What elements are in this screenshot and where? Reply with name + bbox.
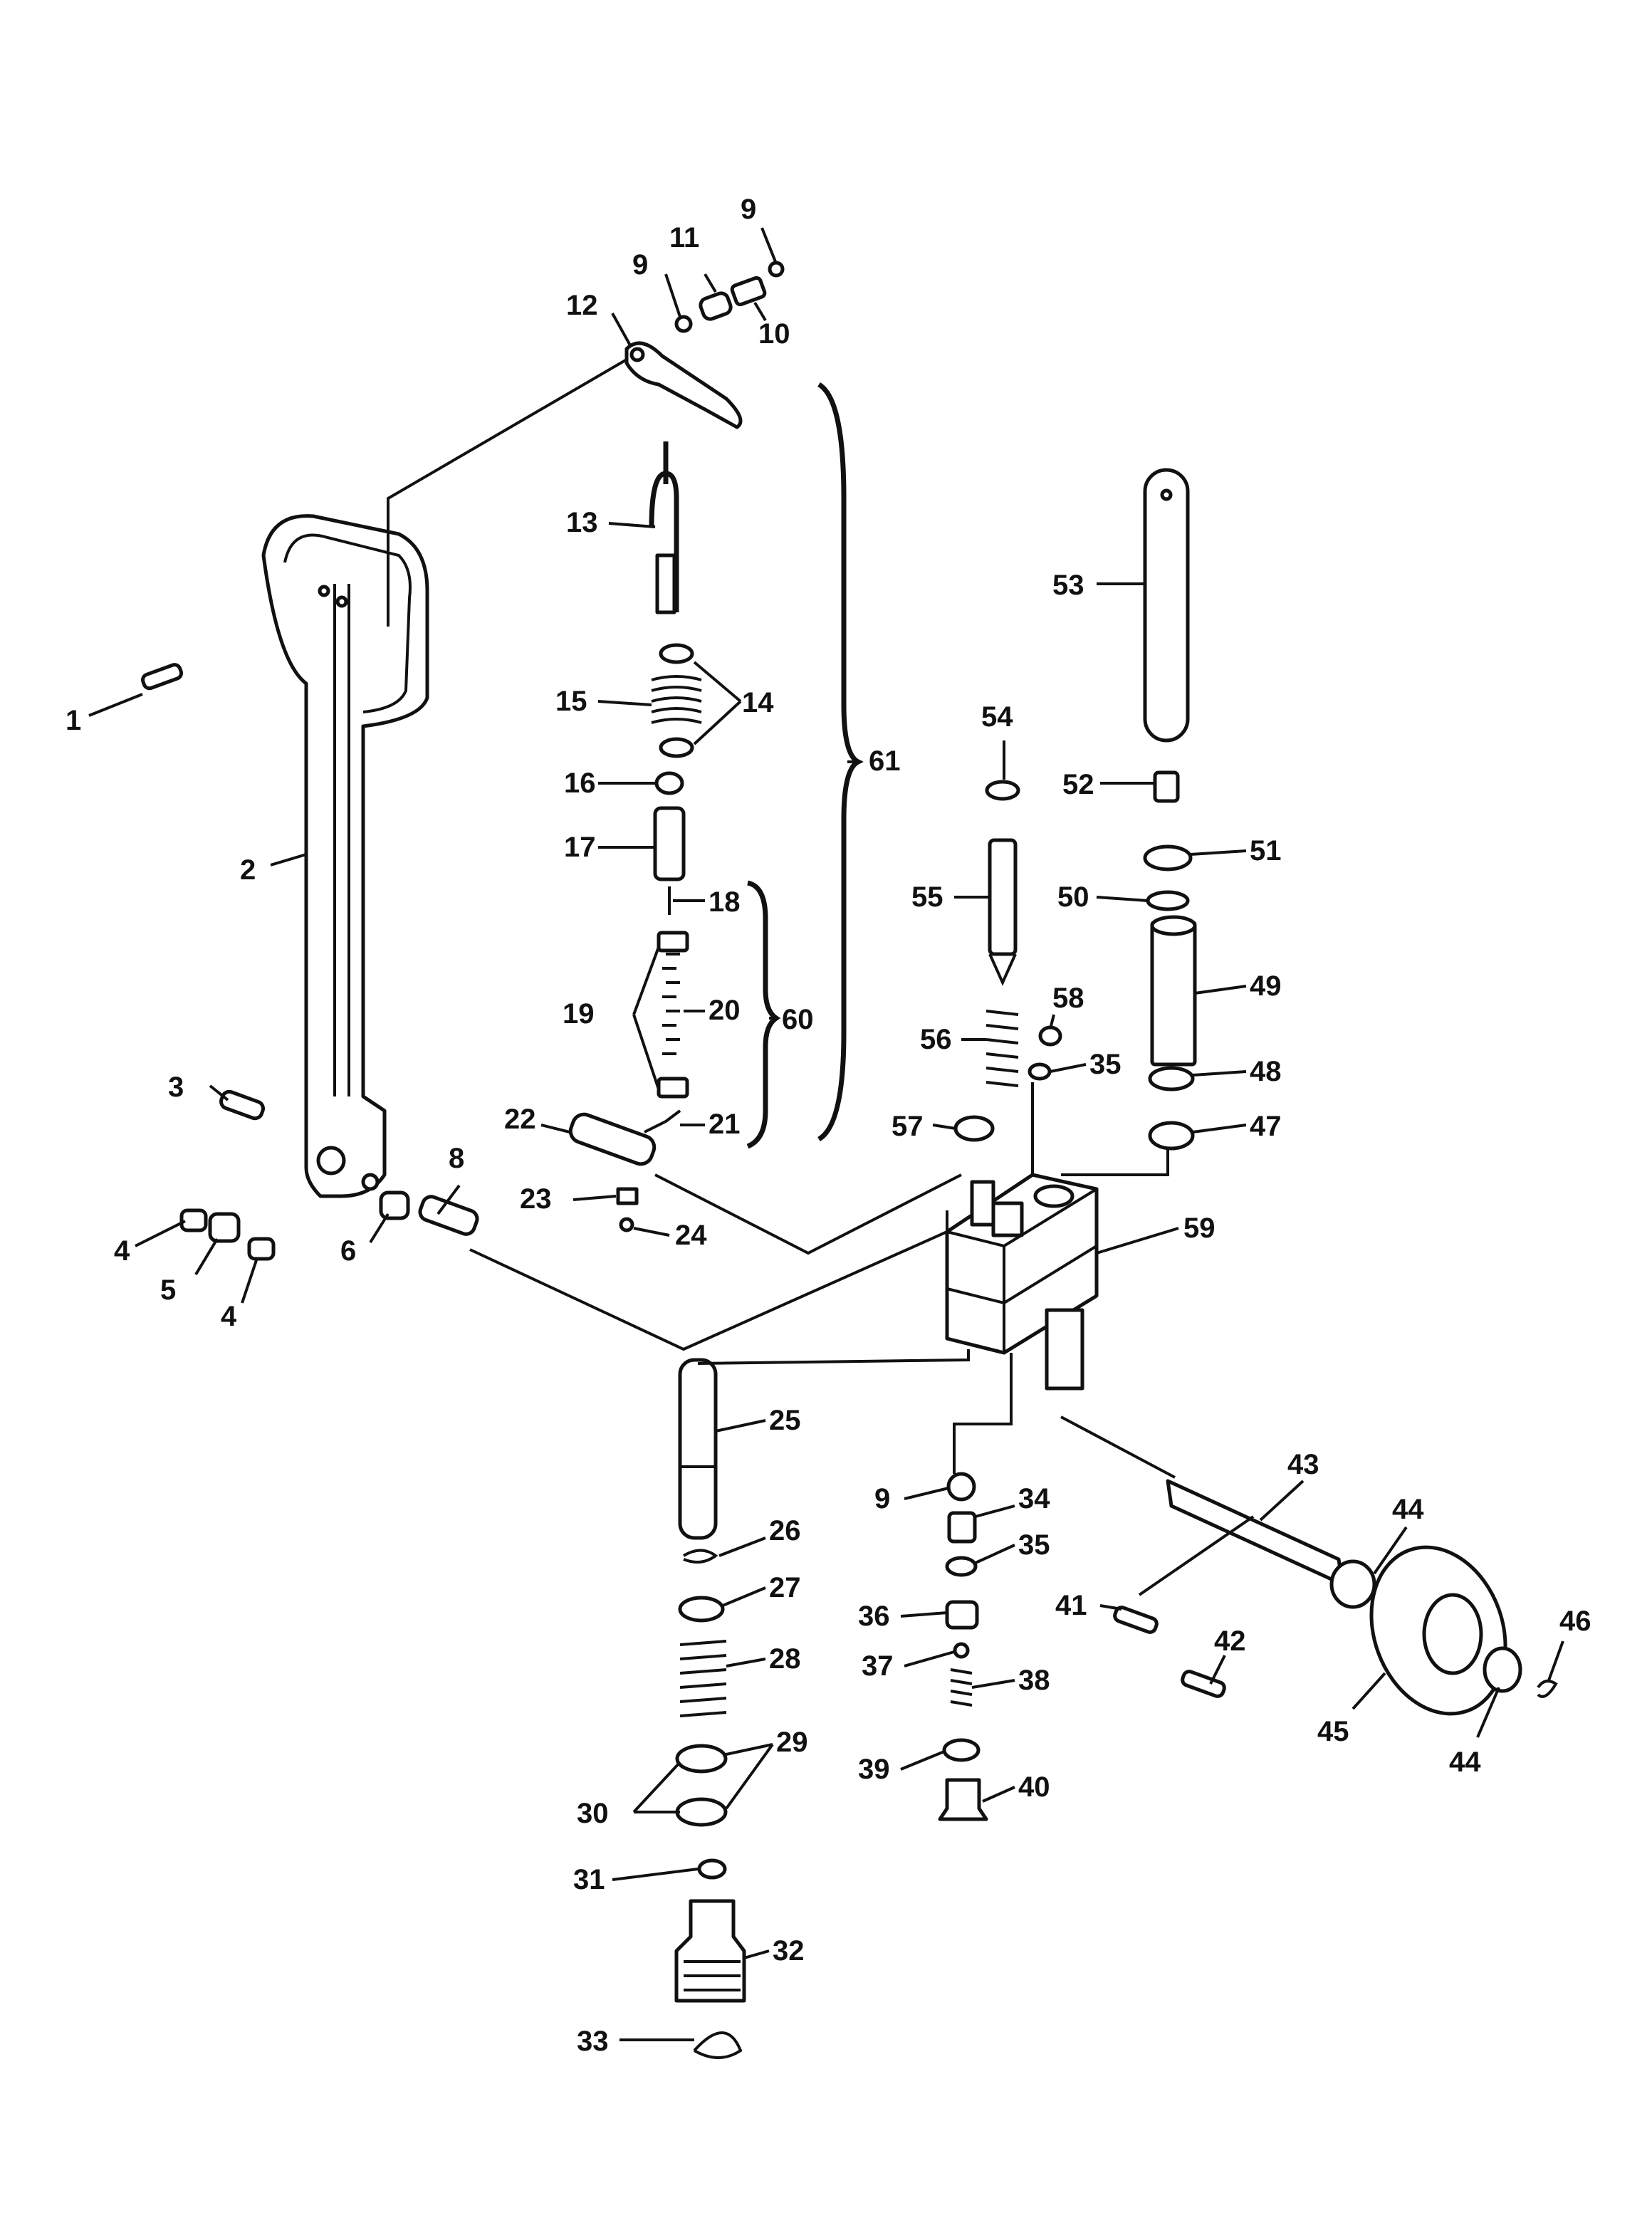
- callout-label: 42: [1214, 1625, 1246, 1657]
- pump-body-group: [945, 468, 1197, 1391]
- callout-label: 34: [1018, 1483, 1050, 1514]
- callout-label: 40: [1018, 1771, 1050, 1803]
- callout-label: 59: [1183, 1213, 1216, 1244]
- pump-base: [674, 1899, 746, 2003]
- callout-label: 17: [564, 832, 596, 863]
- cylinder-stack: [674, 1358, 746, 2059]
- callout-label: 14: [742, 687, 774, 718]
- callout-label: 5: [160, 1274, 176, 1306]
- callout-label: 19: [563, 998, 595, 1030]
- callout-label: 54: [981, 701, 1013, 733]
- callout-label: 41: [1055, 1590, 1087, 1621]
- callout-label: 4: [221, 1301, 237, 1332]
- callout-labels: 1 2 3 4 5 4 6 8 9 11 9 10 12 13 15 14 16…: [66, 194, 1591, 2057]
- callout-label: 50: [1057, 881, 1089, 913]
- handle-frame: [261, 514, 429, 1198]
- callout-label: 39: [858, 1754, 890, 1785]
- callout-label: 48: [1250, 1056, 1282, 1087]
- callout-label: 29: [776, 1727, 808, 1758]
- callout-label: 28: [769, 1643, 801, 1675]
- callout-label: 9: [874, 1483, 890, 1514]
- callout-label: 33: [577, 2026, 609, 2057]
- callout-label: 35: [1018, 1529, 1050, 1561]
- callout-label: 32: [773, 1935, 805, 1967]
- callout-label: 55: [911, 881, 943, 913]
- callout-label: 27: [769, 1572, 801, 1603]
- callout-label: 46: [1559, 1606, 1591, 1637]
- release-lever: [624, 341, 743, 429]
- callout-label: 2: [240, 854, 256, 886]
- callout-label: 58: [1052, 983, 1084, 1014]
- callout-label: 44: [1449, 1747, 1481, 1778]
- callout-label: 23: [520, 1183, 552, 1215]
- callout-label: 21: [709, 1109, 741, 1140]
- callout-label: 57: [892, 1111, 924, 1142]
- callout-label: 24: [675, 1220, 707, 1251]
- callout-label: 26: [769, 1515, 801, 1546]
- callout-label: 16: [564, 768, 596, 799]
- callout-label: 20: [709, 995, 741, 1026]
- callout-label: 53: [1052, 570, 1084, 601]
- lift-tube: [1143, 468, 1190, 743]
- callout-label: 31: [573, 1864, 605, 1895]
- callout-label: 30: [577, 1798, 609, 1829]
- callout-label: 11: [669, 222, 699, 253]
- handle-assembly: [141, 261, 785, 1261]
- axle-shaft: [1166, 1479, 1344, 1586]
- valve-stack: [938, 1472, 988, 1821]
- callout-label: 51: [1250, 835, 1282, 867]
- control-rod-stack: [568, 382, 864, 1232]
- callout-label: 6: [340, 1235, 356, 1267]
- callout-label: 25: [769, 1405, 801, 1436]
- callout-label: 4: [114, 1235, 130, 1267]
- callout-label: 10: [758, 318, 790, 350]
- callout-label: 52: [1062, 769, 1094, 800]
- callout-label: 44: [1392, 1494, 1424, 1525]
- callout-leaders: [88, 227, 1564, 2041]
- callout-label: 61: [869, 745, 901, 777]
- callout-label: 37: [862, 1650, 894, 1682]
- callout-label: 60: [782, 1004, 814, 1035]
- callout-label: 9: [632, 249, 648, 281]
- wheel-assembly: [1113, 1479, 1558, 1716]
- callout-label: 12: [566, 290, 598, 321]
- bracket-60: [746, 880, 781, 1149]
- callout-label: 9: [741, 194, 756, 225]
- callout-label: 1: [66, 705, 81, 736]
- pump-piston: [678, 1358, 718, 1540]
- leader-lines: [387, 358, 1255, 1596]
- callout-label: 13: [566, 507, 598, 538]
- callout-label: 56: [920, 1024, 952, 1055]
- callout-label: 15: [555, 686, 587, 717]
- callout-label: 22: [504, 1104, 536, 1135]
- callout-label: 45: [1317, 1716, 1349, 1747]
- callout-label: 38: [1018, 1665, 1050, 1696]
- callout-label: 8: [449, 1143, 464, 1174]
- callout-label: 47: [1250, 1111, 1282, 1142]
- callout-label: 35: [1089, 1049, 1122, 1080]
- callout-label: 43: [1287, 1449, 1319, 1480]
- callout-label: 18: [709, 886, 741, 918]
- callout-label: 36: [858, 1601, 890, 1632]
- callout-label: 3: [168, 1072, 184, 1103]
- callout-label: 49: [1250, 970, 1282, 1002]
